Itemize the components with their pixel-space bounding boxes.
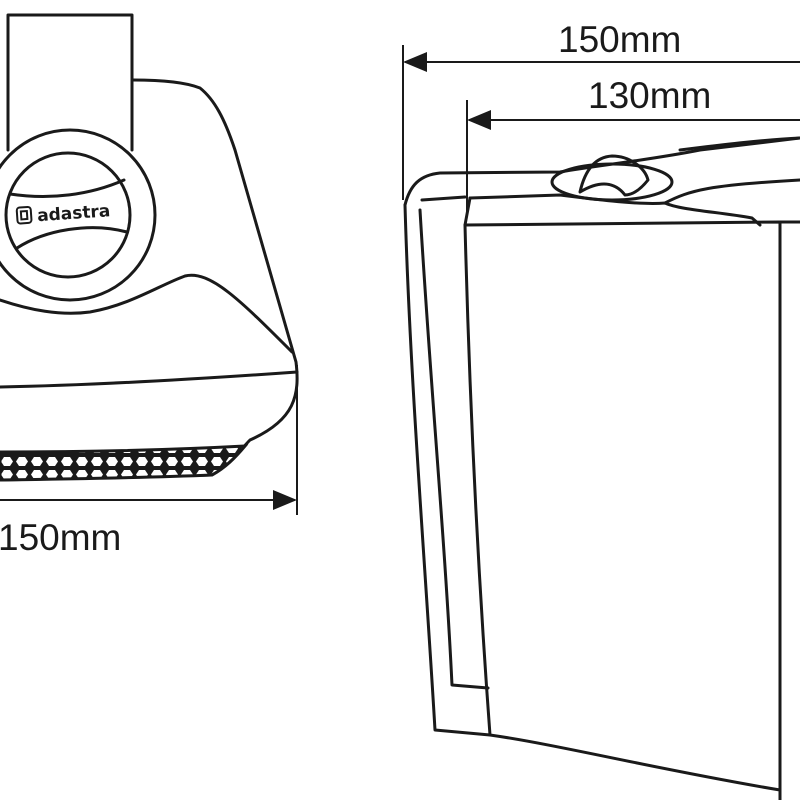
cabinet-front-face	[463, 220, 782, 800]
side-panel-bevel	[463, 196, 472, 227]
front-view: adastra 150mm	[0, 13, 299, 558]
front-width-label: 150mm	[0, 517, 121, 558]
logo-mark-icon	[15, 205, 33, 225]
body-wave-line	[0, 273, 294, 354]
logo-band-bottom	[15, 226, 129, 250]
body-split-line	[0, 370, 299, 389]
bracket-rear-arm	[663, 136, 800, 205]
side-view: 150mm 130mm	[402, 19, 800, 800]
cabinet-depth-label: 130mm	[588, 75, 711, 116]
bracket-knob	[578, 154, 650, 197]
bracket-side-profile	[403, 136, 800, 207]
mount-bracket	[6, 13, 134, 152]
side-panel-outer	[403, 203, 492, 737]
bracket-ring-inner	[4, 151, 132, 279]
logo-band-top	[8, 178, 126, 198]
grille-band	[0, 444, 249, 482]
bracket-knob-base	[550, 162, 674, 202]
side-panel-inner-groove	[418, 195, 490, 690]
overall-depth-label: 150mm	[558, 19, 681, 60]
